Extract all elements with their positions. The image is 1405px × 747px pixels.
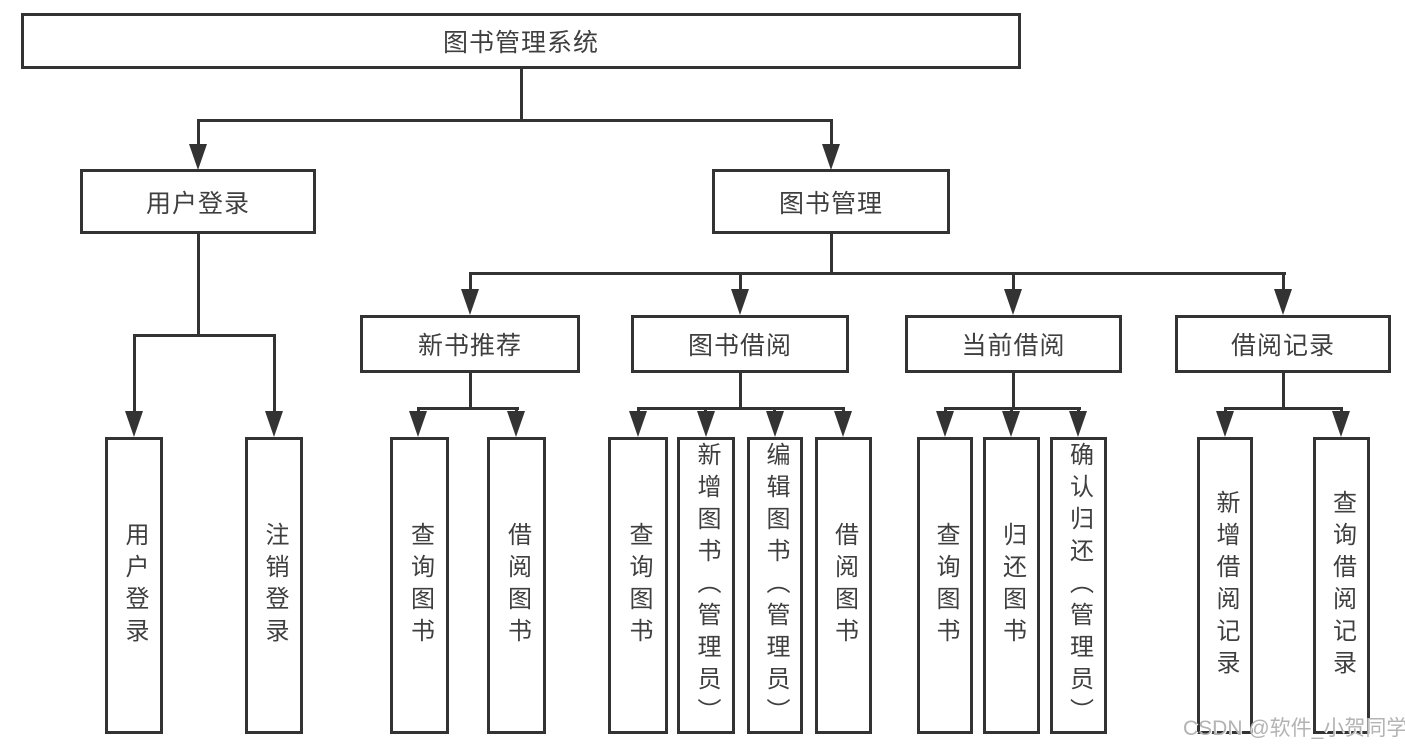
leaf-query-books-current-label: 查询图书 [932,521,959,650]
connector-vline [1282,373,1285,407]
arrowhead-down-icon [1332,411,1350,437]
node-root-label: 图书管理系统 [442,29,599,57]
arrowhead-down-icon [1002,411,1020,437]
arrowhead-down-icon [1004,289,1022,315]
leaf-borrow-books-label: 借阅图书 [830,521,858,650]
leaf-add-books-admin-label: 新增图书（管理员） [693,441,720,730]
arrowhead-down-icon [822,144,840,170]
leaf-add-borrow-record-label: 新增借阅记录 [1212,489,1239,682]
arrowhead-down-icon [731,289,749,315]
connector-hline [197,119,833,122]
arrowhead-down-icon [461,289,479,315]
leaf-confirm-return-admin-label: 确认归还（管理员） [1065,441,1093,730]
connector-hline [417,407,519,410]
arrowhead-down-icon [265,411,283,437]
connector-vline [830,119,833,147]
arrowhead-down-icon [1069,411,1087,437]
leaf-query-borrow-record: 查询借阅记录 [1313,437,1370,734]
leaf-borrow-books-recommend-label: 借阅图书 [503,521,531,650]
node-borrowing-records: 借阅记录 [1175,315,1391,373]
node-borrowing-records-label: 借阅记录 [1230,332,1335,360]
connector-vline [133,334,136,414]
connector-vline [1012,272,1015,292]
node-user-login-label: 用户登录 [145,189,250,218]
leaf-user-login-label: 用户登录 [121,521,148,650]
node-book-management: 图书管理 [712,169,950,234]
connector-vline [469,272,472,292]
node-book-borrowing-label: 图书借阅 [687,332,792,360]
connector-vline [273,334,276,414]
node-book-borrowing: 图书借阅 [631,315,849,373]
arrowhead-down-icon [629,411,647,437]
leaf-edit-books-admin: 编辑图书（管理员） [747,437,803,734]
connector-vline [739,272,742,292]
connector-vline [197,234,200,334]
node-current-borrowing-label: 当前借阅 [961,332,1066,360]
node-user-login: 用户登录 [80,169,316,234]
arrowhead-down-icon [1274,289,1292,315]
leaf-add-borrow-record: 新增借阅记录 [1197,437,1253,734]
arrowhead-down-icon [507,411,525,437]
leaf-return-books: 归还图书 [983,437,1040,734]
arrowhead-down-icon [1216,411,1234,437]
arrowhead-down-icon [766,411,784,437]
leaf-logout-label: 注销登录 [261,521,288,650]
connector-vline [830,234,833,272]
arrowhead-down-icon [697,411,715,437]
leaf-borrow-books-recommend: 借阅图书 [487,437,546,734]
csdn-watermark: CSDN @软件_小贺同学 [1183,717,1405,740]
leaf-borrow-books: 借阅图书 [815,437,872,734]
leaf-query-books-recommend-label: 查询图书 [406,521,434,650]
node-new-book-recommendation-label: 新书推荐 [417,332,522,360]
connector-vline [739,373,742,407]
connector-vline [520,69,523,119]
connector-hline [1224,407,1343,410]
arrowhead-down-icon [834,411,852,437]
leaf-user-login: 用户登录 [105,437,163,734]
leaf-query-books-borrow: 查询图书 [608,437,668,734]
leaf-query-borrow-record-label: 查询借阅记录 [1328,489,1356,682]
leaf-confirm-return-admin: 确认归还（管理员） [1050,437,1107,734]
node-new-book-recommendation: 新书推荐 [360,315,580,373]
connector-hline [133,334,276,337]
leaf-return-books-label: 归还图书 [998,521,1026,650]
leaf-query-books-current: 查询图书 [917,437,973,734]
node-book-management-label: 图书管理 [778,189,883,218]
leaf-query-books-recommend: 查询图书 [390,437,449,734]
node-current-borrowing: 当前借阅 [905,315,1122,373]
leaf-edit-books-admin-label: 编辑图书（管理员） [762,441,789,730]
arrowhead-down-icon [409,411,427,437]
arrowhead-down-icon [125,411,143,437]
leaf-logout: 注销登录 [245,437,303,734]
connector-vline [1282,272,1285,292]
leaf-add-books-admin: 新增图书（管理员） [677,437,735,734]
connector-vline [197,119,200,147]
connector-hline [637,407,845,410]
connector-hline [469,272,1286,275]
leaf-query-books-borrow-label: 查询图书 [625,521,652,650]
node-root: 图书管理系统 [21,13,1021,69]
arrowhead-down-icon [936,411,954,437]
arrowhead-down-icon [189,144,207,170]
connector-vline [1012,373,1015,407]
connector-vline [469,373,472,407]
